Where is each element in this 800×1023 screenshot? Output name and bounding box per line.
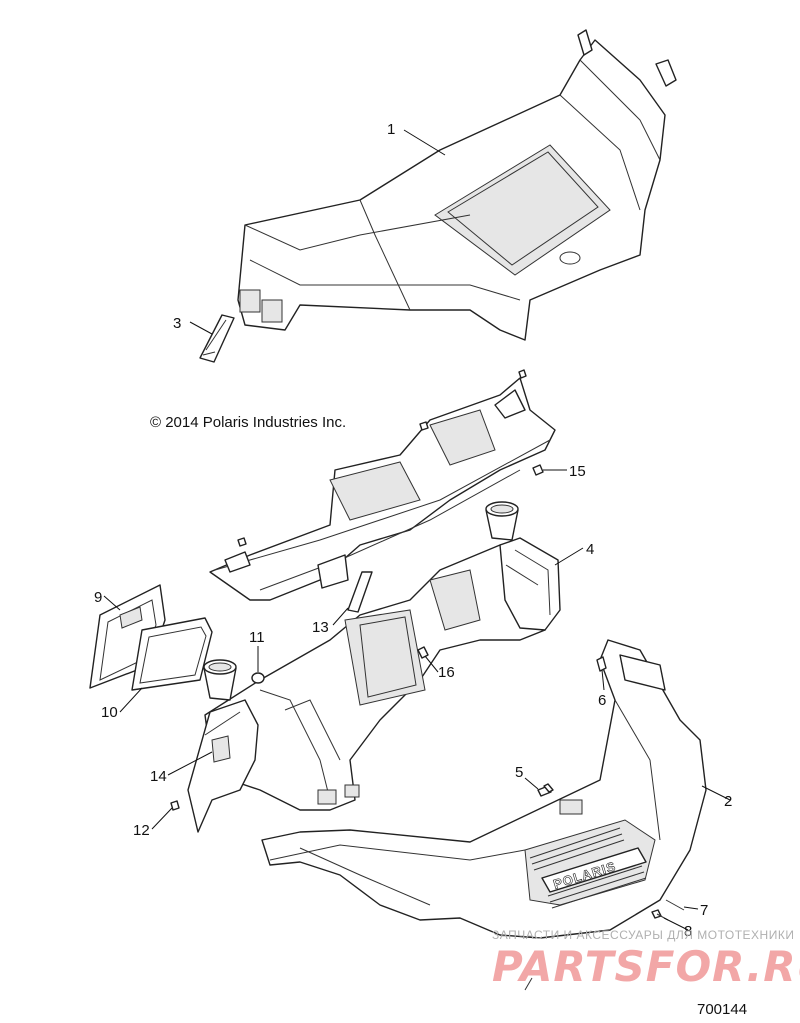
grommet-part-11 <box>251 672 265 684</box>
bracket-part-13 <box>347 571 373 613</box>
callout-8: 8 <box>684 923 692 940</box>
side-panel-part-14 <box>187 699 259 833</box>
lower-dash-console-part-16 <box>204 539 551 811</box>
fastener-16 <box>417 646 429 659</box>
callout-11: 11 <box>249 629 265 646</box>
side-panel-part-4 <box>499 537 561 631</box>
fastener-5 <box>537 783 554 797</box>
fastener-8 <box>524 909 669 991</box>
callout-10: 10 <box>101 704 118 721</box>
copyright-notice: © 2014 Polaris Industries Inc. <box>150 414 347 431</box>
fastener-15 <box>237 369 544 547</box>
fastener-7 <box>665 899 685 911</box>
watermark-tagline: ЗАПЧАСТИ И АКСЕССУАРЫ ДЛЯ МОТОТЕХНИКИ <box>492 928 795 942</box>
callout-labels: 1 2 3 4 5 6 7 8 9 10 11 12 13 14 15 16 <box>94 121 732 940</box>
callout-5: 5 <box>515 764 523 781</box>
callout-2: 2 <box>724 793 732 810</box>
leader-lines <box>103 129 731 931</box>
grille-slats <box>529 827 647 909</box>
fastener-6 <box>596 656 607 672</box>
upper-dash-panel-part-15 <box>209 377 556 601</box>
figure-number: 700144 <box>697 1001 748 1018</box>
fastener-12 <box>170 800 180 811</box>
callout-12: 12 <box>133 822 150 839</box>
cup-holder-left <box>203 659 237 701</box>
watermark-site: PARTSFOR.RU <box>492 942 800 991</box>
callout-1: 1 <box>387 121 395 138</box>
callout-14: 14 <box>150 768 167 785</box>
callout-13: 13 <box>312 619 329 636</box>
latch-part-3 <box>199 314 235 363</box>
callout-16: 16 <box>438 664 455 681</box>
callout-15: 15 <box>569 463 586 480</box>
gasket-part-10 <box>131 617 213 691</box>
hood-cover-part <box>237 29 677 341</box>
callout-4: 4 <box>586 541 594 558</box>
cup-holder-right <box>485 501 519 541</box>
callout-3: 3 <box>173 315 181 332</box>
front-bumper-part-2 <box>261 639 707 939</box>
callout-9: 9 <box>94 589 102 606</box>
callout-7: 7 <box>700 902 708 919</box>
callout-6: 6 <box>598 692 606 709</box>
